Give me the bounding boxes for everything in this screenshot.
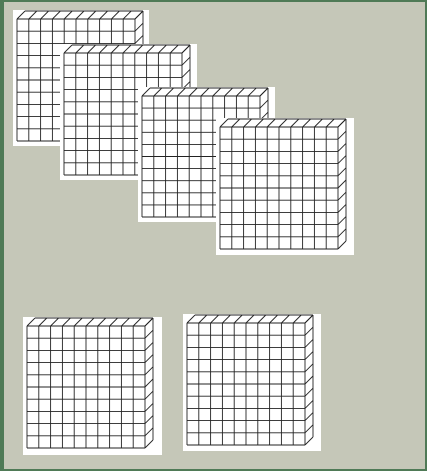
hundred-flat-4[interactable] (216, 118, 354, 255)
hundred-flat-5[interactable] (23, 317, 162, 455)
hundred-flat-grid (216, 118, 354, 255)
hundred-flat-grid (23, 317, 162, 455)
hundred-flat-grid (183, 314, 321, 451)
hundred-flat-6[interactable] (183, 314, 321, 451)
